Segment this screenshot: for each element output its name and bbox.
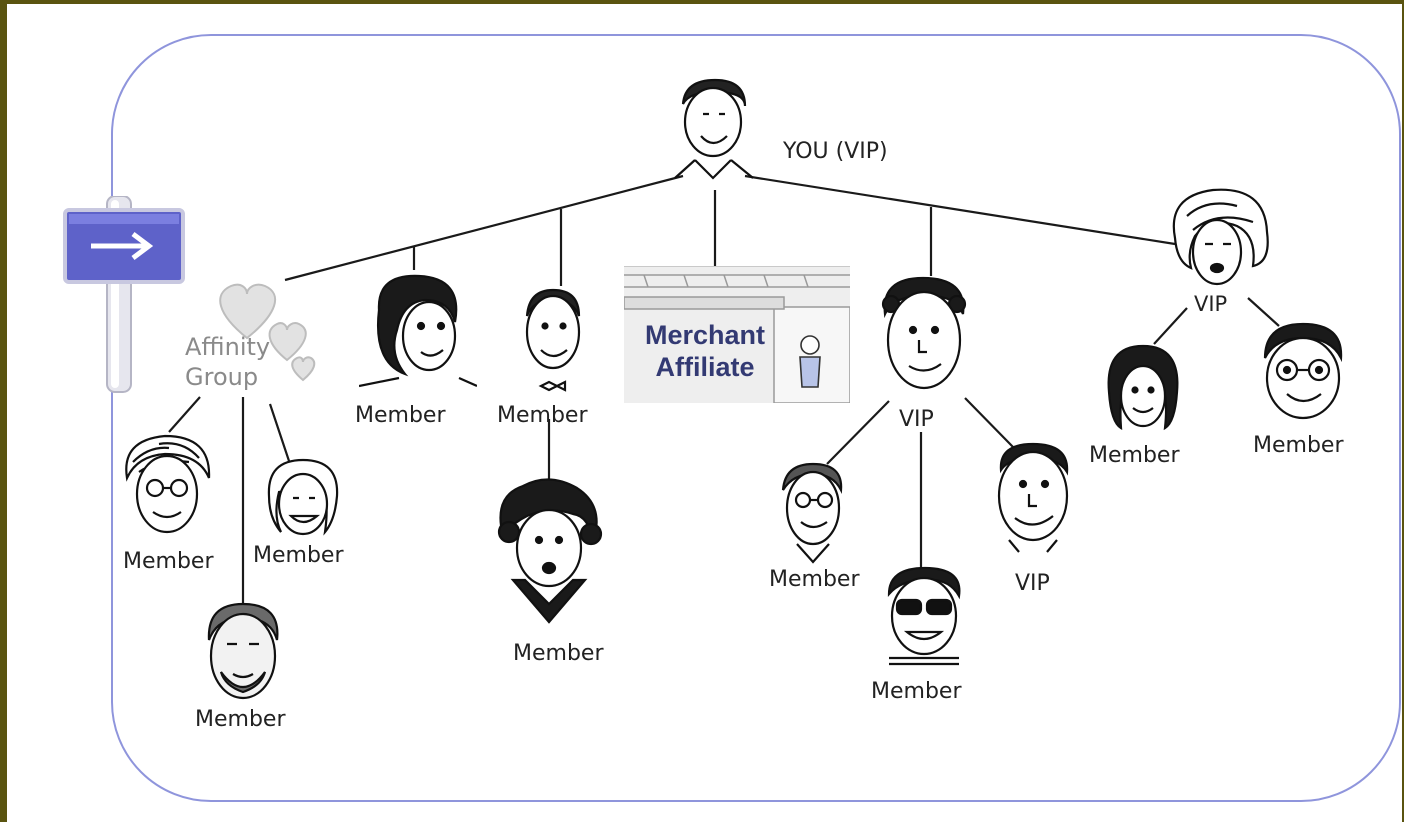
- face-icon: [497, 478, 603, 624]
- member-label: Member: [355, 403, 446, 428]
- member-label: Member: [1253, 433, 1344, 458]
- face-icon: [359, 274, 477, 388]
- face-icon: [525, 288, 581, 392]
- face-icon: [1107, 344, 1179, 431]
- member-label: Member: [497, 403, 588, 428]
- member-label: Member: [253, 543, 344, 568]
- edge-you-vip2: [744, 174, 1176, 246]
- member-label: Member: [769, 567, 860, 592]
- member-label: Member: [195, 707, 286, 732]
- face-icon: [1172, 188, 1269, 286]
- merchant-label: Merchant Affiliate: [644, 320, 766, 382]
- hearts-icon: [219, 283, 316, 382]
- network-frame: [111, 34, 1401, 802]
- storefront-icon: [624, 274, 850, 403]
- member-label: Member: [871, 679, 962, 704]
- edge-vip1-v1a: [826, 400, 890, 465]
- face-icon: [997, 442, 1069, 553]
- root-label: YOU (VIP): [783, 139, 888, 164]
- vip-label: VIP: [899, 407, 934, 432]
- face-icon: [207, 602, 279, 700]
- affinity-group-label: Affinity Group: [185, 333, 271, 391]
- edge-vip2-v2b: [1247, 297, 1280, 327]
- member-label: Member: [123, 549, 214, 574]
- face-icon: [267, 458, 339, 536]
- edge-vip1-v1c: [964, 397, 1014, 448]
- face-icon: [125, 434, 211, 534]
- edge-affinity-ag2: [268, 403, 292, 465]
- face-icon: [781, 462, 843, 564]
- vip-label: VIP: [1194, 292, 1228, 316]
- edge-affinity-ag1: [168, 396, 201, 433]
- face-icon: [887, 566, 961, 666]
- member-label: Member: [1089, 443, 1180, 468]
- member-label: Member: [513, 641, 604, 666]
- face-icon: [881, 276, 967, 390]
- signpost-arrow-icon: [63, 196, 185, 393]
- face-icon: [674, 78, 754, 180]
- edge-you-affinity: [284, 174, 684, 282]
- face-icon: [1263, 322, 1343, 420]
- vip-label: VIP: [1015, 571, 1050, 596]
- connector-lines: [168, 174, 1280, 604]
- edge-vip2-v2a: [1153, 307, 1188, 345]
- merchant-affiliate-card: Merchant Affiliate: [624, 266, 850, 403]
